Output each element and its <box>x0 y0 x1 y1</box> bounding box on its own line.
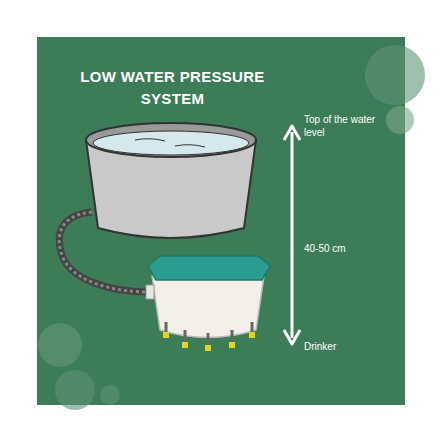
deco-circle <box>55 370 95 410</box>
title: LOW WATER PRESSURE SYSTEM <box>75 66 270 110</box>
arrowhead <box>284 126 300 140</box>
dimension-label: Drinker <box>304 340 394 353</box>
arrowhead <box>284 330 300 344</box>
water-surface <box>93 131 249 155</box>
deco-circle <box>365 45 425 105</box>
deco-circle <box>38 323 82 367</box>
bucket-rim <box>86 123 256 157</box>
nipples <box>163 322 255 351</box>
drinker-lid <box>148 256 270 280</box>
dimension-label: Top of the water level <box>304 113 394 139</box>
drinker-body <box>152 276 264 338</box>
water-ripple <box>135 139 205 147</box>
dimension-line <box>291 132 294 338</box>
dimension-label: 40-50 cm <box>304 242 394 255</box>
green-panel <box>37 37 405 405</box>
deco-circle <box>100 385 120 405</box>
deco-circle <box>386 106 414 134</box>
inlet-fitting <box>146 285 154 299</box>
